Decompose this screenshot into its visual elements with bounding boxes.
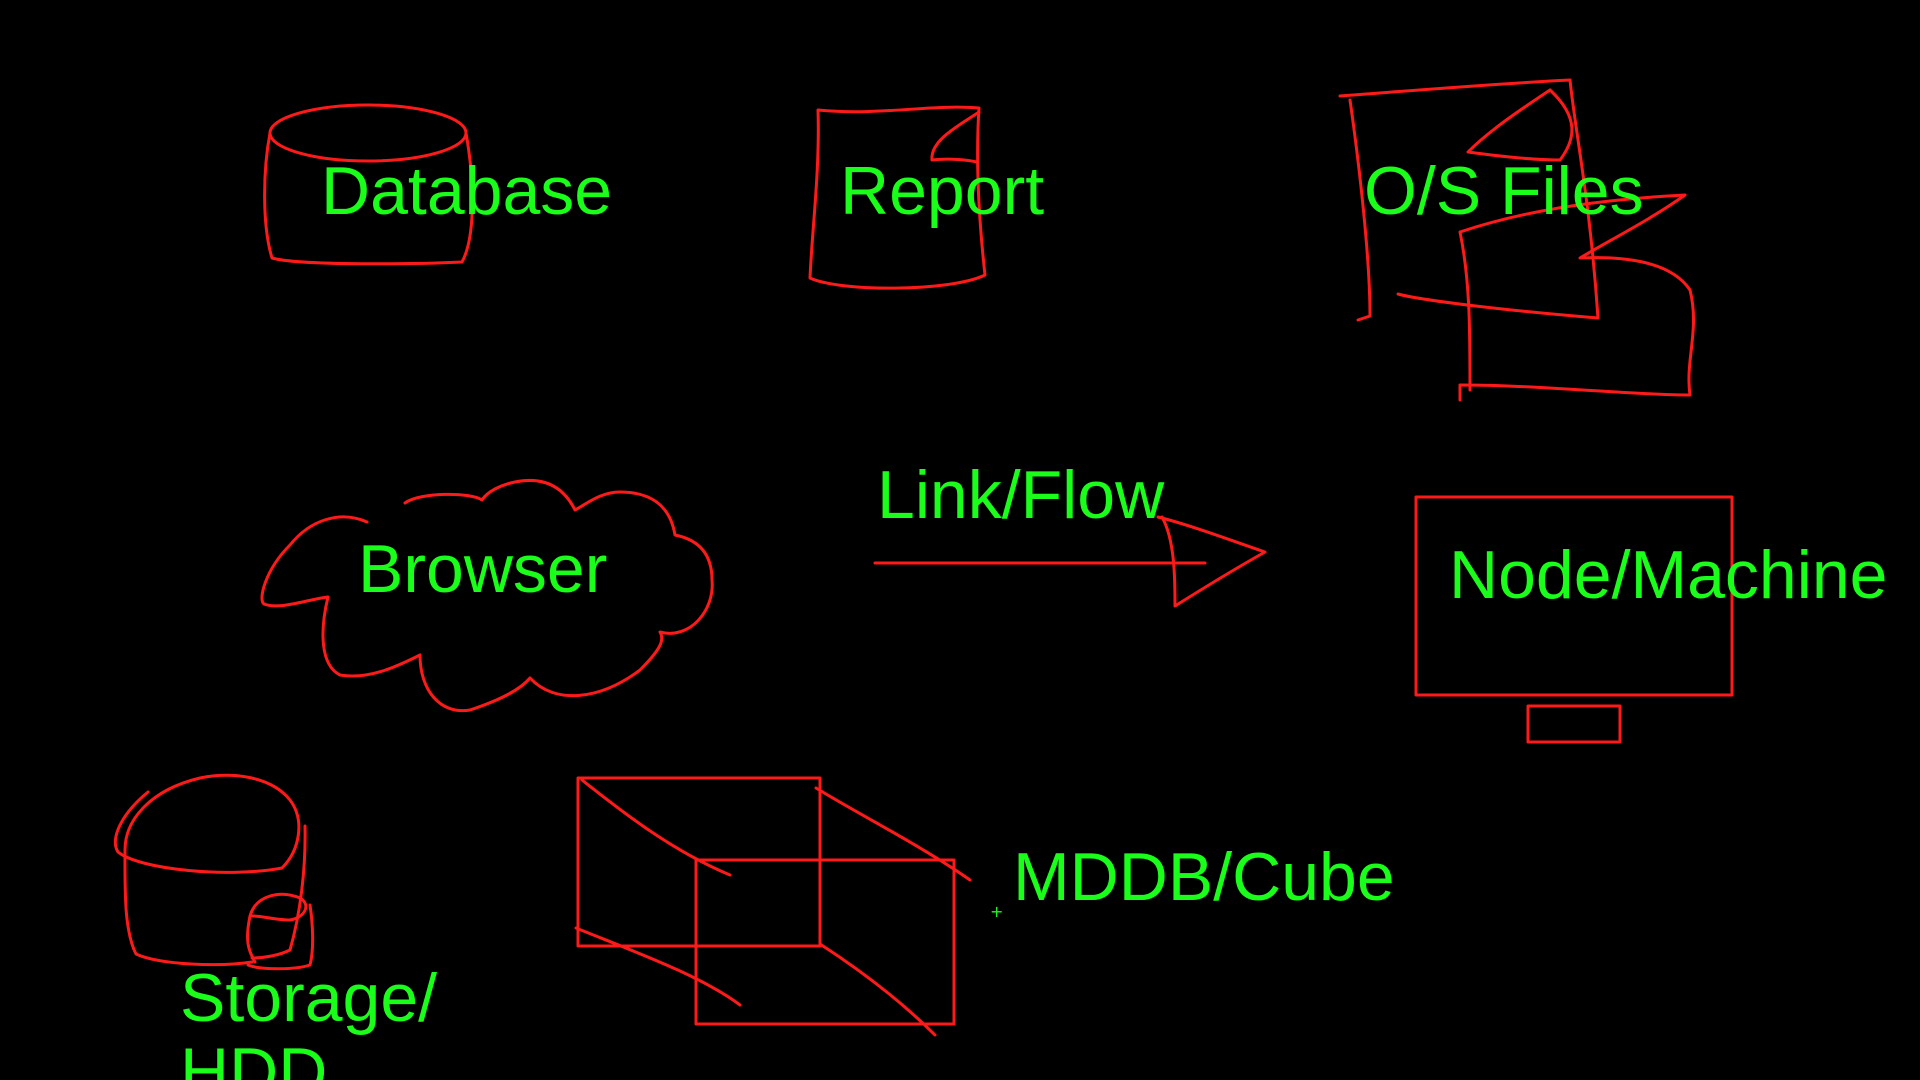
link-flow-label: Link/Flow bbox=[877, 457, 1165, 533]
storage-hdd-label: Storage/ HDD bbox=[180, 960, 438, 1080]
node-machine-monitor-icon bbox=[1414, 495, 1734, 744]
os-files-label: O/S Files bbox=[1364, 153, 1644, 229]
crosshair-cursor-icon: + bbox=[990, 902, 1004, 921]
mddb-cube-icon bbox=[574, 776, 972, 1037]
database-cylinder-icon bbox=[263, 103, 474, 266]
link-flow-arrow-icon bbox=[873, 515, 1267, 608]
browser-cloud-icon bbox=[260, 478, 714, 713]
report-document-icon bbox=[808, 105, 987, 290]
mddb-cube-label: MDDB/Cube bbox=[1013, 839, 1395, 915]
storage-hdd-disk-icon bbox=[113, 773, 315, 971]
report-label: Report bbox=[840, 153, 1045, 229]
database-label: Database bbox=[321, 153, 613, 229]
browser-label: Browser bbox=[358, 531, 608, 607]
os-files-stacked-files-icon bbox=[1338, 78, 1696, 402]
node-machine-label: Node/Machine bbox=[1449, 537, 1888, 613]
